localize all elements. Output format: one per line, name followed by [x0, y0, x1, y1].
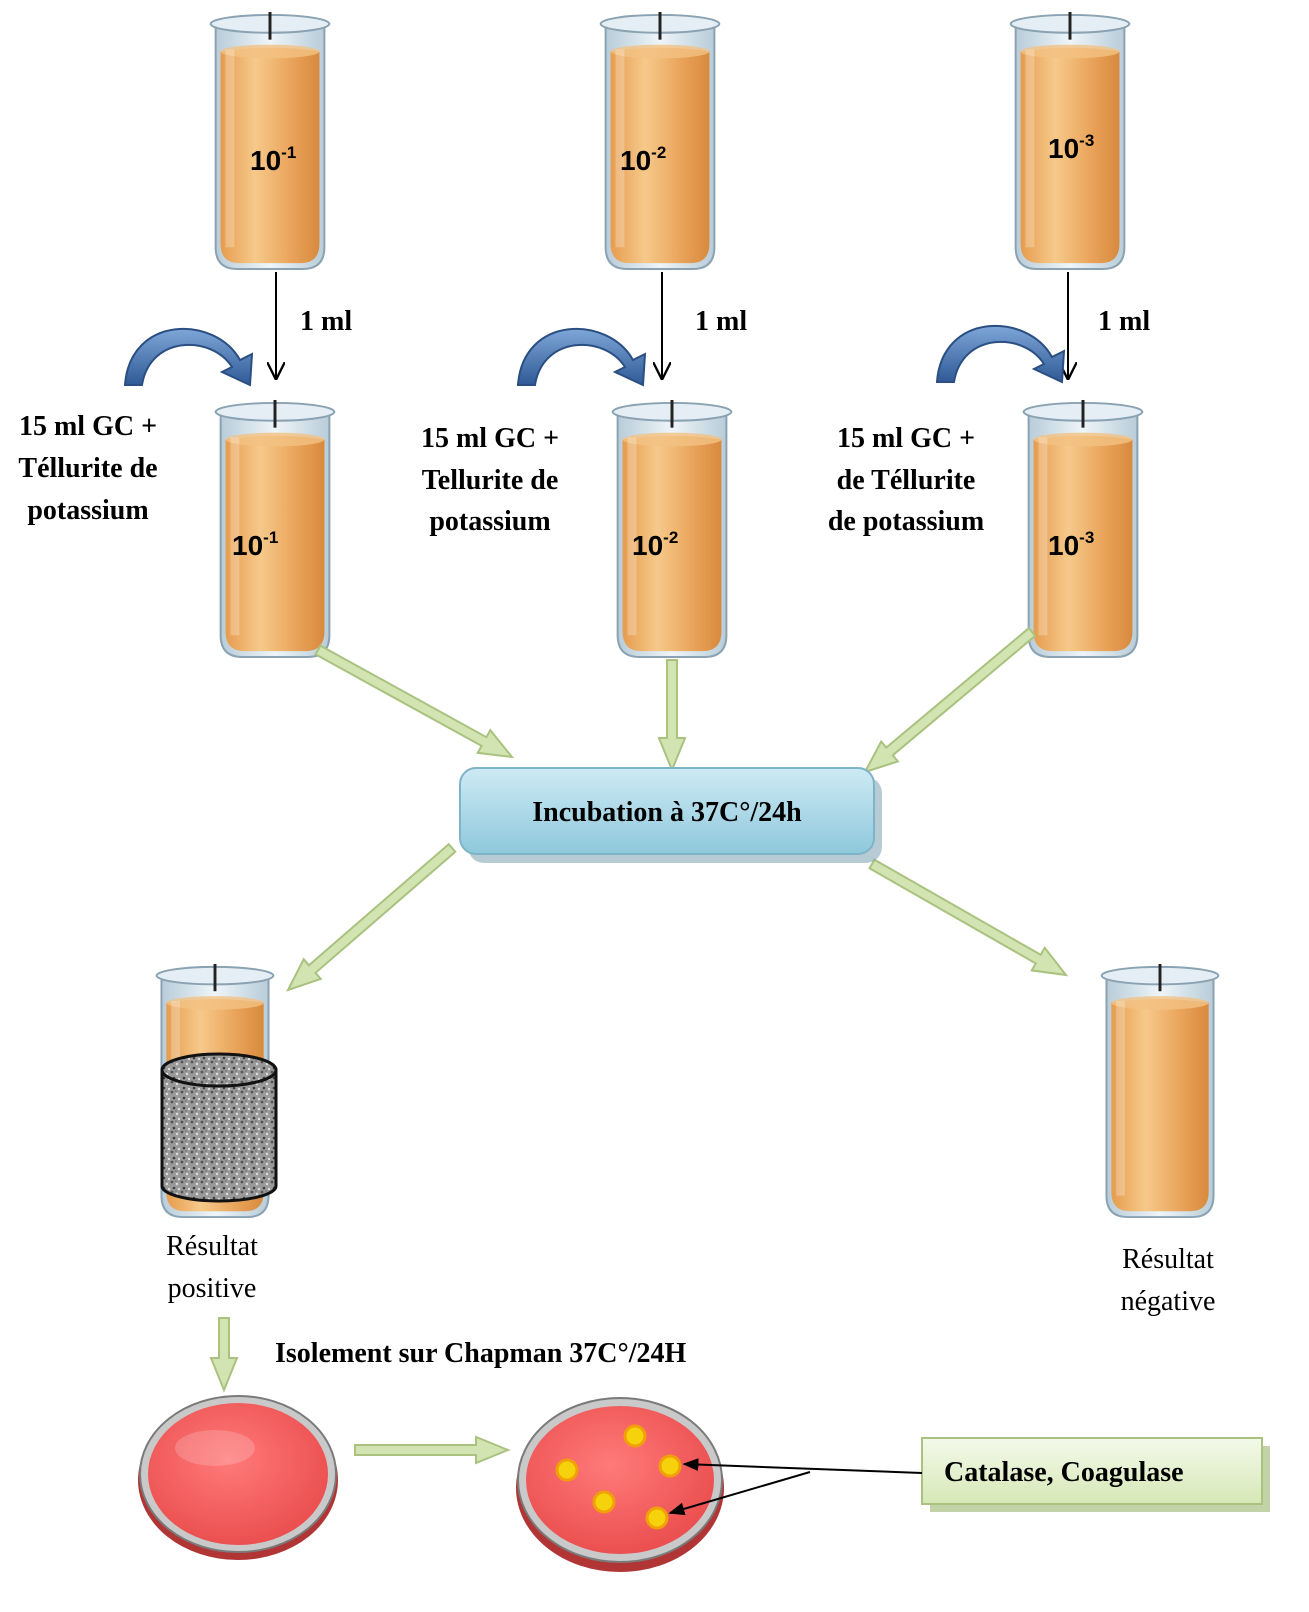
media-label-2: 15 ml GC + Tellurite de potassium [421, 423, 559, 537]
result-negative-line-1: Résultat [1122, 1244, 1214, 1275]
top-tube-2-exp: -2 [651, 143, 666, 162]
top-tube-3-exp: -3 [1079, 131, 1094, 150]
svg-text:10-1: 10-1 [232, 528, 278, 561]
top-tube-1-base: 10 [250, 145, 281, 176]
media-label-2-line-3: potassium [429, 506, 550, 537]
media-label-3-line-3: de potassium [828, 506, 984, 537]
result-positive-label: Résultat positive [166, 1231, 258, 1304]
result-negative-line-2: négative [1121, 1286, 1216, 1317]
top-tube-2: 10-2 [599, 10, 721, 271]
negative-result-tube [1100, 962, 1220, 1219]
media-label-1-line-2: Téllurite de [18, 453, 157, 484]
media-label-2-line-2: Tellurite de [422, 465, 559, 496]
middle-tube-1-exp: -1 [263, 528, 278, 547]
flow-arrow-tube2-to-incubation [657, 659, 687, 773]
result-negative-label: Résultat négative [1121, 1244, 1216, 1317]
colonies [555, 1424, 682, 1530]
colony [658, 1454, 682, 1478]
petri-dish-colonies [516, 1397, 724, 1572]
middle-tube-2: 10-2 [611, 398, 733, 659]
top-tube-2-base: 10 [620, 145, 651, 176]
top-tube-3: 10-3 [1009, 10, 1131, 271]
svg-text:10-2: 10-2 [632, 528, 678, 561]
media-label-1: 15 ml GC + Téllurite de potassium [18, 411, 157, 526]
tests-box: Catalase, Coagulase [921, 1437, 1270, 1512]
isolation-label: Isolement sur Chapman 37C°/24H [275, 1338, 686, 1369]
media-label-3: 15 ml GC + de Téllurite de potassium [828, 423, 984, 537]
petri-dish-empty [138, 1395, 338, 1560]
middle-tube-3: 10-3 [1022, 398, 1144, 659]
middle-tube-2-exp: -2 [663, 528, 678, 547]
middle-tube-3-base: 10 [1048, 530, 1079, 561]
transfer-volume-3: 1 ml [1098, 306, 1150, 337]
curved-arrow-3 [935, 324, 1066, 384]
tests-label: Catalase, Coagulase [944, 1457, 1184, 1488]
colony [592, 1490, 616, 1514]
flow-arrow-positive-to-dish [209, 1317, 239, 1393]
svg-text:10-3: 10-3 [1048, 528, 1094, 561]
result-positive-line-2: positive [168, 1273, 257, 1304]
svg-text:10-3: 10-3 [1048, 131, 1094, 164]
flow-arrow-dish-to-dish [354, 1435, 511, 1465]
media-label-3-line-2: de Téllurite [837, 465, 976, 496]
transfer-volume-1: 1 ml [300, 306, 352, 337]
svg-text:10-2: 10-2 [620, 143, 666, 176]
result-positive-line-1: Résultat [166, 1231, 258, 1262]
flow-arrows [209, 626, 1069, 1465]
flow-arrow-tube1-to-incubation [314, 644, 515, 759]
flow-arrow-incubation-to-negative [868, 858, 1069, 977]
svg-text:10-1: 10-1 [250, 143, 296, 176]
top-tube-1-exp: -1 [281, 143, 296, 162]
media-label-3-line-1: 15 ml GC + [837, 423, 975, 454]
flow-arrow-incubation-to-positive [285, 842, 457, 992]
transfer-volume-2: 1 ml [695, 306, 747, 337]
tellurite-black-precipitate [160, 1052, 278, 1203]
pointer-arrow-2 [668, 1471, 811, 1516]
colony [645, 1506, 669, 1530]
media-label-1-line-3: potassium [27, 495, 148, 526]
colony [623, 1424, 647, 1448]
colony [555, 1458, 579, 1482]
incubation-label: Incubation à 37C°/24h [532, 797, 802, 828]
top-tube-3-base: 10 [1048, 133, 1079, 164]
pointer-arrow-1 [682, 1458, 923, 1474]
flow-arrow-tube3-to-incubation [862, 626, 1037, 774]
positive-result-tube [155, 962, 278, 1219]
media-label-2-line-1: 15 ml GC + [421, 423, 559, 454]
curved-arrow-1 [123, 327, 254, 387]
middle-tube-1-base: 10 [232, 530, 263, 561]
curved-arrow-2 [516, 327, 647, 387]
middle-tube-2-base: 10 [632, 530, 663, 561]
top-tube-1: 10-1 [209, 10, 331, 271]
media-label-1-line-1: 15 ml GC + [19, 411, 157, 442]
middle-tube-1: 10-1 [214, 398, 336, 659]
incubation-box: Incubation à 37C°/24h [459, 767, 882, 863]
middle-tube-3-exp: -3 [1079, 528, 1094, 547]
